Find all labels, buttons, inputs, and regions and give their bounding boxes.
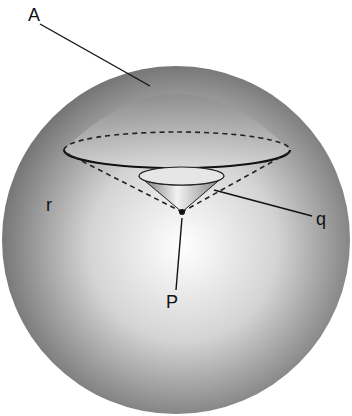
cone-top xyxy=(139,167,224,185)
leader-line xyxy=(40,24,150,86)
sphere xyxy=(2,66,350,414)
leader-line xyxy=(176,218,182,290)
area-label: A xyxy=(28,6,40,24)
cap-rim-back xyxy=(64,132,290,150)
leader-line xyxy=(214,190,312,216)
point-label: P xyxy=(166,293,178,311)
spherical-cap xyxy=(64,94,290,168)
radius-label: r xyxy=(46,196,52,214)
cone-label: q xyxy=(316,210,326,228)
point-p xyxy=(179,209,185,215)
cap-rim-front xyxy=(64,150,290,168)
